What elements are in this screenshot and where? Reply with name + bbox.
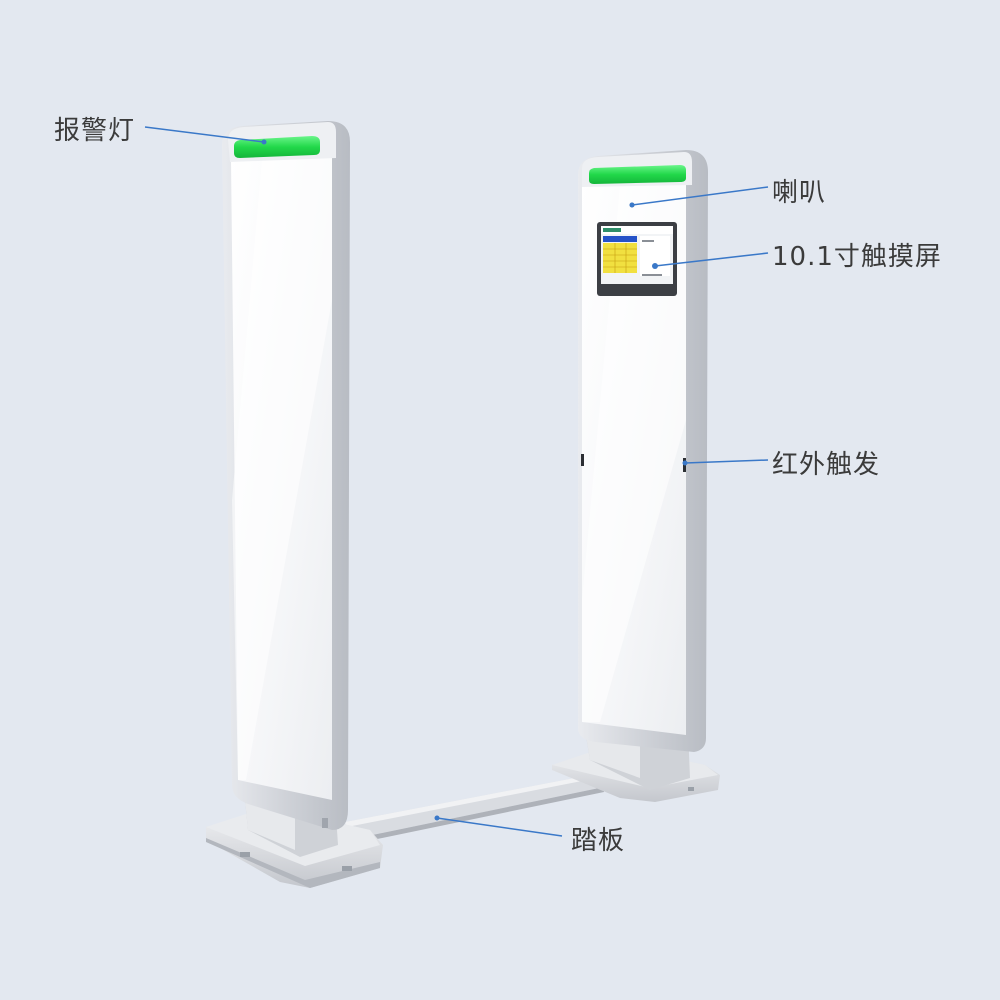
label-touch-screen: 10.1寸触摸屏 (772, 242, 942, 272)
right-pillar (552, 150, 720, 802)
callout-line-alarm (144, 126, 265, 143)
label-infrared-trigger: 红外触发 (772, 450, 881, 480)
callout-line-ir (684, 459, 769, 464)
callout-line-pedal (436, 817, 563, 837)
label-speaker: 喇叭 (772, 178, 827, 208)
touch-screen[interactable] (597, 222, 677, 296)
label-pedal: 踏板 (571, 826, 626, 856)
ir-sensor-left (581, 454, 584, 466)
label-alarm-light: 报警灯 (54, 116, 136, 146)
pedal (345, 775, 604, 843)
callout-line-speaker (631, 186, 769, 206)
callout-dots (261, 139, 688, 821)
right-alarm-light (589, 165, 686, 184)
callout-line-screen (654, 252, 769, 267)
left-pillar (206, 121, 383, 888)
callout-lines (144, 126, 769, 837)
